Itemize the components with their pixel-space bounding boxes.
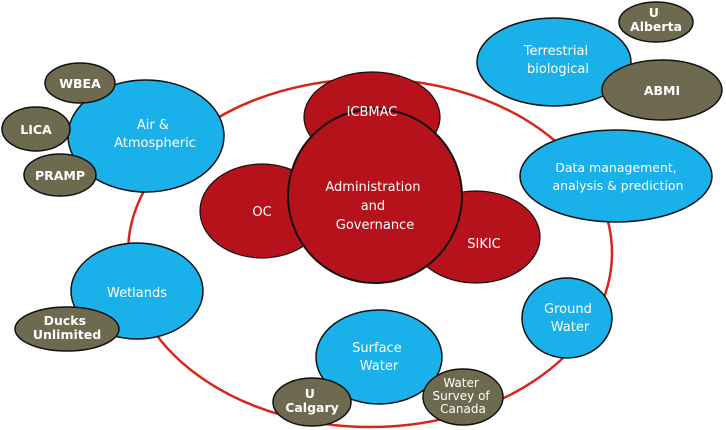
wbea-node[interactable]	[44, 62, 116, 104]
air-atmospheric-label: Air & Atmospheric	[114, 118, 196, 151]
surface-water-node[interactable]	[315, 309, 443, 405]
abmi-label: ABMI	[644, 83, 680, 98]
pramp-node[interactable]	[23, 153, 97, 197]
wbea-label: WBEA	[59, 76, 101, 91]
oc-label: OC	[252, 205, 271, 220]
lica-label: LICA	[20, 122, 52, 137]
u-calgary-label: U Calgary	[285, 386, 339, 415]
abmi-node[interactable]	[601, 59, 723, 121]
administration-governance-label: Administration and Governance	[325, 180, 424, 233]
pramp-label: PRAMP	[35, 168, 85, 183]
terrestrial-biological-label: Terrestrial biological	[523, 44, 592, 77]
wetlands-label: Wetlands	[107, 286, 167, 301]
terrestrial-biological-node[interactable]	[476, 17, 632, 107]
ducks-unlimited-label: Ducks Unlimited	[33, 313, 101, 342]
water-survey-canada-node[interactable]	[422, 368, 504, 426]
data-management-node[interactable]	[519, 129, 713, 223]
surface-water-label: Surface Water	[352, 341, 406, 374]
ground-water-label: Ground Water	[544, 302, 596, 335]
lica-node[interactable]	[1, 106, 71, 152]
u-calgary-node[interactable]	[272, 377, 352, 427]
icbmac-label: ICBMAC	[347, 105, 398, 120]
data-management-label: Data management, analysis & prediction	[552, 160, 683, 193]
administration-governance-node[interactable]	[287, 108, 463, 284]
sikic-label: SIKIC	[467, 237, 501, 252]
u-alberta-label: U Alberta	[630, 5, 682, 34]
ducks-unlimited-node[interactable]	[14, 306, 120, 352]
water-survey-canada-label: Water Survey of Canada	[433, 376, 494, 416]
u-alberta-node[interactable]	[618, 1, 694, 43]
ground-water-node[interactable]	[521, 277, 613, 359]
